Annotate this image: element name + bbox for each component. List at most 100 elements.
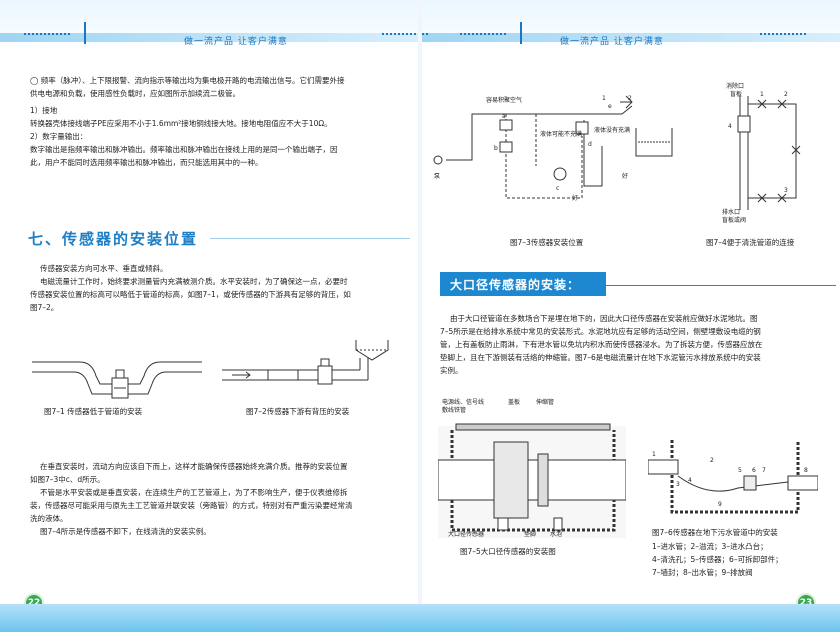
- sensor-icon: [493, 441, 529, 519]
- fig4-label-top: 消除口: [726, 82, 744, 90]
- header-band-left: [0, 33, 418, 42]
- section-banner: 大口径传感器的安装：: [440, 272, 606, 296]
- fig6-label-n7: 7: [762, 467, 766, 474]
- header-dots-mid-right: [760, 33, 806, 35]
- body-line: 传感器安装方向可水平、垂直或倾斜。: [40, 264, 168, 273]
- section-title: 七、传感器的安装位置: [28, 230, 199, 248]
- intro-text: ◯ 频率（脉冲）、上下限报警、流向指示等输出均为集电极开路的电流输出信号。它们需…: [30, 74, 410, 169]
- body-line: 传感器安装位置的标高可以略低于管道的标高，如图7–1，或使传感器的下游具有足够的…: [30, 290, 351, 299]
- legend-line: 4–清洗孔；5–传感器；6–可拆卸部件；: [652, 555, 783, 564]
- fig3-label-n1: 1: [602, 95, 606, 102]
- fig3-label-a: a: [502, 113, 506, 120]
- figure-7-1: [32, 361, 202, 399]
- fig4-label-n3: 3: [784, 187, 788, 194]
- fig6-label-n9: 9: [718, 501, 722, 508]
- fig3-label-c: c: [556, 185, 559, 192]
- figure-7-2: [222, 340, 389, 385]
- pump-icon: [433, 155, 443, 165]
- intro-line: 2）数字量输出：: [30, 132, 88, 141]
- body-line: 如图7–3中c、d所示。: [30, 475, 105, 484]
- fig4-label-n1: 1: [760, 91, 764, 98]
- header-slogan-left: 做一流产品 让客户满意: [184, 37, 288, 47]
- fig4-label-bottom2: 盲板或阀: [722, 216, 746, 224]
- body-line: 在垂直安装时，流动方向应该自下而上，这样才能确保传感器始终充满介质。推荐的安装位…: [40, 462, 348, 471]
- intro-line: 数字输出是指频率输出和脉冲输出。频率输出和脉冲输出在接线上用的是同一个输出端子，…: [30, 145, 338, 154]
- fig3-label-good2: 好: [572, 194, 578, 202]
- body-line: 不管是水平安装或是垂直安装，在连续生产的工艺管道上，为了不影响生产，便于仪表维修…: [40, 488, 348, 497]
- page-footer: [0, 604, 840, 632]
- body-line: 7–5所示是在给排水系统中常见的安装形式。水泥地坑应有足够的活动空间，侧壁埋敷设…: [440, 327, 761, 336]
- fig3-label-b: b: [494, 145, 498, 152]
- fig3-label-n2: 2: [628, 95, 632, 102]
- fig3-label-d: d: [588, 141, 592, 148]
- figure-7-4: 消除口 盲板 排水口 盲板或阀 1 2 3 4: [722, 82, 801, 224]
- header-band-right: [422, 33, 840, 42]
- intro-line: 供电电源和负载，使用感性负载时，应如图所示加续流二极管。: [30, 89, 240, 98]
- fig6-legend: 1–进水管；2–溢流；3–进水凸台； 4–清洗孔；5–传感器；6–可拆卸部件； …: [652, 540, 832, 579]
- banner-rule: [606, 285, 836, 286]
- fig5-label-cover: 盖板: [508, 398, 520, 406]
- fig6-label-n6: 6: [752, 467, 756, 474]
- fig5-caption: 图7–5大口径传感器的安装图: [460, 547, 556, 556]
- body-line: 装，传感器尽可能采用与原先主工艺管道并联安装（旁路管）的方式，特别对有严重污染要…: [30, 501, 353, 510]
- fig3-label-pump: 泵: [434, 173, 440, 180]
- intro-line: ◯ 频率（脉冲）、上下限报警、流向指示等输出均为集电极开路的电流输出信号。它们需…: [30, 76, 345, 85]
- figure-7-6: 1 2 3 4 5 6 7 8 9: [648, 440, 818, 514]
- fig5-label-joint: 伸缩管: [536, 398, 554, 406]
- fig4-label-bottom: 排水口: [722, 208, 740, 216]
- fig3-label-good1: 好: [622, 172, 628, 180]
- body-line: 由于大口径管道在多数场合下是埋在地下的，因此大口径传感器在安装前应做好水泥地坑。…: [450, 314, 758, 323]
- header-dots-right: [460, 33, 506, 35]
- fig5-label-conduit: 敷线铁管: [442, 406, 466, 414]
- header-tick-left: [84, 22, 86, 44]
- intro-line: 转换器壳体接线端子PE应采用不小于1.6mm²接地铜线接大地。接地电阻值应不大于…: [30, 119, 332, 128]
- fig5-label-foot: 垫脚: [524, 530, 536, 538]
- body-line: 实例。: [440, 366, 463, 375]
- fig4-caption: 图7–4便于清洗管道的连接: [706, 238, 795, 247]
- fig3-label-e: e: [608, 103, 612, 110]
- fig4-label-top2: 盲板: [730, 90, 742, 98]
- fig6-label-n5: 5: [738, 467, 742, 474]
- fig3-label-partial: 液体可能不充满: [540, 130, 582, 138]
- fig6-label-n4: 4: [688, 477, 692, 484]
- flow-arrow-icon: [232, 371, 251, 379]
- page-spine: [418, 0, 422, 632]
- header-tick-right: [520, 22, 522, 44]
- header-slogan-right: 做一流产品 让客户满意: [560, 37, 664, 47]
- fig6-label-n2: 2: [710, 457, 714, 464]
- fig6-label-n3: 3: [676, 481, 680, 488]
- body-line: 图7–4所示是传感器不卸下，在线清洗的安装实例。: [40, 527, 211, 536]
- figure-7-5: 电源线、信号线 敷线铁管 盖板 伸缩管 大口径传感器 垫脚 水泡: [438, 398, 626, 538]
- fig2-caption: 图7–2传感器下游有背压的安装: [246, 407, 350, 416]
- body-line: 垫脚上，且在下游侧装有活络的伸缩管。图7–6是电磁流量计在地下水泥管污水排放系统…: [440, 353, 761, 362]
- fig5-label-drain: 水泡: [550, 530, 562, 538]
- header-dots-mid-left: [382, 33, 428, 35]
- fig5-label-sensor: 大口径传感器: [448, 530, 484, 538]
- body-line: 电磁流量计工作时，始终要求测量管内充满被测介质。水平安装时，为了确保这一点，必要…: [40, 277, 348, 286]
- sensor-icon: [743, 475, 757, 491]
- sensor-icon: [737, 115, 751, 133]
- body-line: 管，上有盖板防止雨淋，下有泄水管以免坑内积水而使传感器浸水。为了拆装方便，传感器…: [440, 340, 763, 349]
- fig1-caption: 图7–1 传感器低于管道的安装: [44, 407, 143, 416]
- body-text-2: 在垂直安装时，流动方向应该自下而上，这样才能确保传感器始终充满介质。推荐的安装位…: [30, 460, 412, 538]
- fig6-caption: 图7–6传感器在地下污水管道中的安装: [652, 528, 778, 537]
- fig4-label-n4: 4: [728, 123, 732, 130]
- fig6-label-n1: 1: [652, 451, 656, 458]
- legend-line: 7–墙封；8–出水管；9–排放阀: [652, 568, 753, 577]
- figure-7-3: 容易积聚空气 液体可能不充满 液体没有充满 好 好 泵 a b c d e 1 …: [433, 95, 673, 202]
- fig4-label-n2: 2: [784, 91, 788, 98]
- intro-line: 1）接地: [30, 106, 58, 115]
- fig6-label-n8: 8: [804, 467, 808, 474]
- sensor-icon: [317, 365, 333, 385]
- header-dots-left: [24, 33, 70, 35]
- fig3-caption: 图7–3传感器安装位置: [510, 238, 584, 247]
- body-line: 洗的液体。: [30, 514, 68, 523]
- fig3-label-full: 液体没有充满: [594, 126, 630, 134]
- fig3-label-air: 容易积聚空气: [486, 96, 522, 104]
- legend-line: 1–进水管；2–溢流；3–进水凸台；: [652, 542, 768, 551]
- body-text-1: 传感器安装方向可水平、垂直或倾斜。 电磁流量计工作时，始终要求测量管内充满被测介…: [30, 262, 410, 314]
- body-line: 图7–2。: [30, 303, 59, 312]
- intro-line: 此，用户不能同时选用频率输出和脉冲输出，而只能选用其中的一种。: [30, 158, 263, 167]
- right-body-text: 由于大口径管道在多数场合下是埋在地下的，因此大口径传感器在安装前应做好水泥地坑。…: [440, 312, 824, 377]
- fig5-label-cable: 电源线、信号线: [442, 398, 484, 406]
